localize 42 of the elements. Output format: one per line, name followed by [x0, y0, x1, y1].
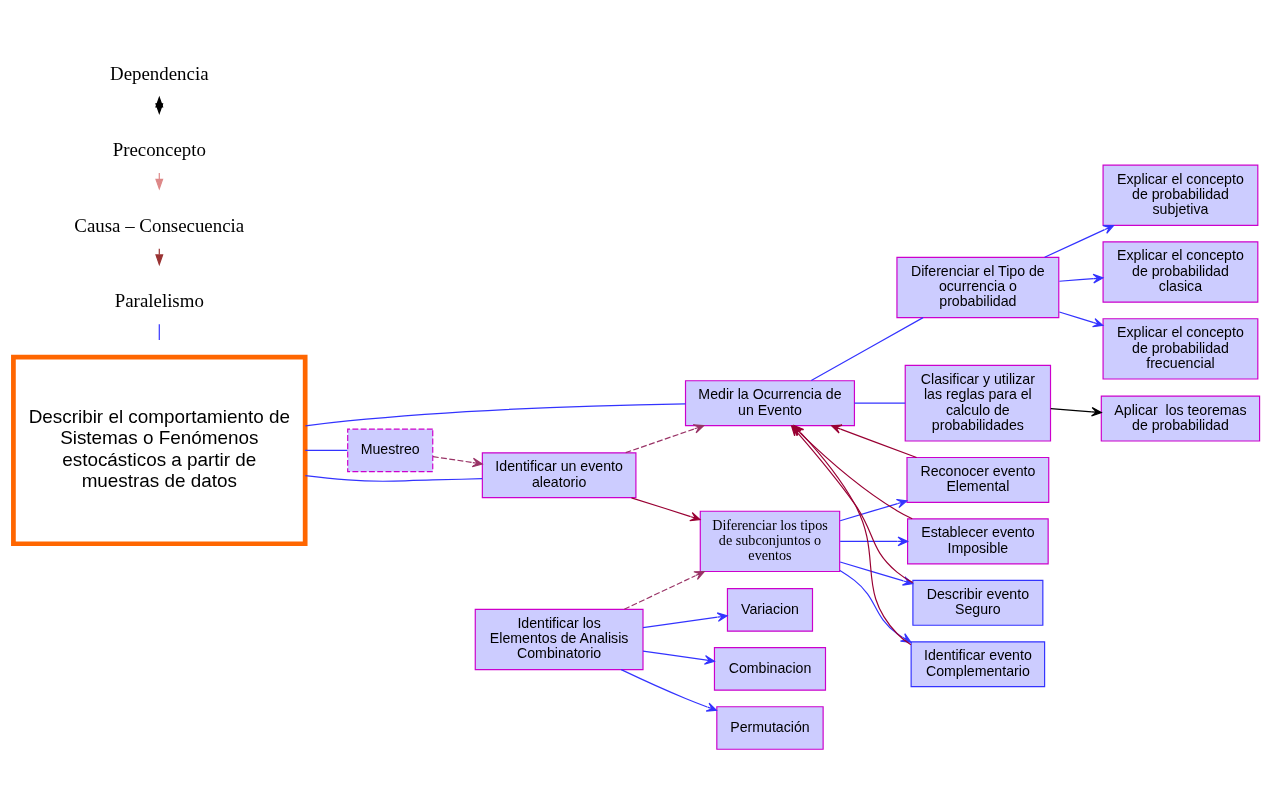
arrow [839, 536, 909, 547]
node-box: Describir el comportamiento de Sistemas o Fenómenos estocásticos a partir de muestras de datos [11, 354, 308, 547]
node-box: Clasificar y utilizar las reglas para el calculo de probabilidades [904, 364, 1052, 442]
connector [853, 402, 906, 404]
node-box: Variacion [726, 588, 814, 632]
connector [304, 475, 483, 482]
node-box: Diferenciar los tipos de subconjuntos o eventos [699, 510, 841, 573]
arrow [1050, 407, 1102, 417]
node-box: Combinacion [713, 647, 827, 691]
connector [304, 403, 687, 427]
arrow [625, 424, 705, 454]
arrow [1044, 224, 1115, 258]
node-box: Permutación [716, 706, 824, 750]
node-box: Identificar un evento aleatorio [481, 452, 637, 499]
node-box: Muestreo [347, 428, 434, 473]
node-box: Describir evento Seguro [912, 579, 1044, 626]
node-box: Explicar el concepto de probabilidad frecuencial [1102, 318, 1259, 380]
legend-label: Paralelismo [114, 290, 204, 312]
arrow [1058, 273, 1104, 284]
node-box: Explicar el concepto de probabilidad subjetiva [1102, 164, 1259, 226]
arrow [642, 650, 715, 665]
arrow [642, 612, 728, 629]
arrow [630, 497, 701, 522]
legend-label: Dependencia [110, 63, 209, 85]
legend-label: Causa – Consecuencia [74, 214, 245, 236]
connector [810, 317, 924, 382]
node-box: Identificar los Elementos de Analisis Combinatorio [474, 608, 644, 671]
node-box: Establecer evento Imposible [907, 518, 1049, 565]
arrow [620, 669, 718, 712]
arrow [1058, 311, 1104, 328]
arrow [623, 571, 705, 610]
connector [304, 449, 348, 451]
node-box: Aplicar los teoremas de probabilidad [1100, 395, 1261, 442]
node-box: Identificar evento Complementario [910, 641, 1046, 688]
arrow [831, 424, 918, 459]
node-box: Diferenciar el Tipo de ocurrencia o probabilidad [896, 256, 1060, 319]
node-box: Reconocer evento Elemental [906, 456, 1050, 503]
arrow [432, 456, 483, 468]
arrow [839, 498, 908, 522]
legend-label: Preconcepto [112, 139, 206, 161]
node-box: Medir la Ocurrencia de un Evento [684, 380, 855, 427]
node-box: Explicar el concepto de probabilidad clasica [1102, 241, 1259, 303]
